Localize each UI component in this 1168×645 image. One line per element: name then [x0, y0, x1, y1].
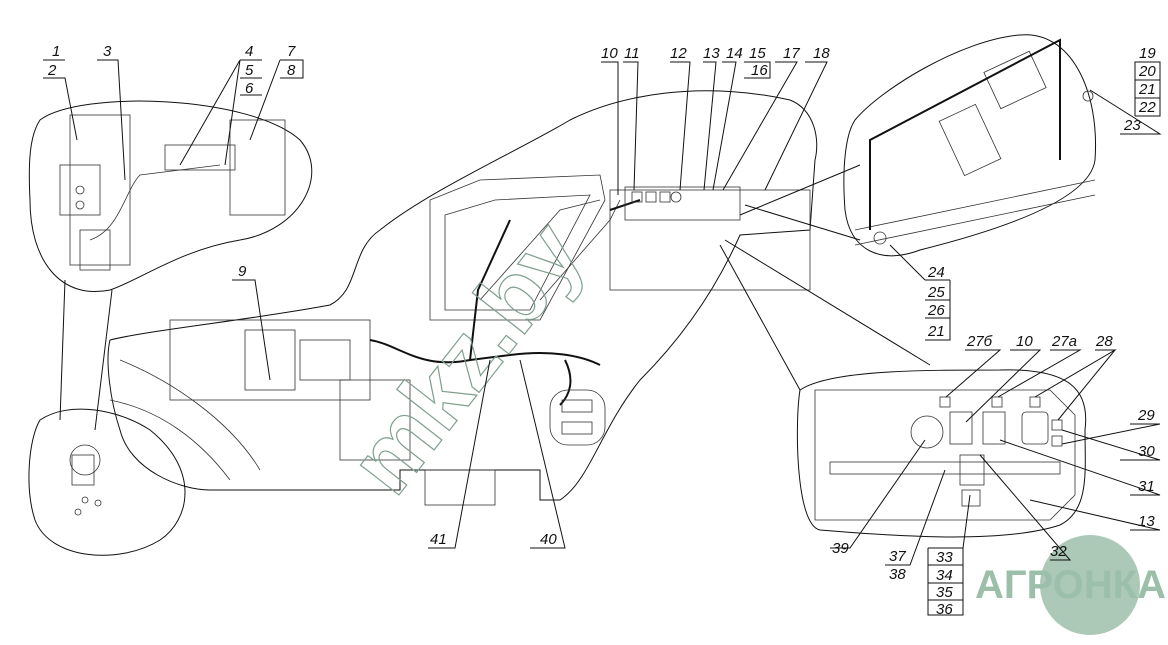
- label-17: 17: [783, 45, 800, 62]
- label-28: 28: [1095, 333, 1113, 350]
- label-33: 33: [936, 549, 953, 566]
- label-34: 34: [936, 567, 953, 584]
- leader-lines: [43, 59, 1162, 616]
- detail-bubble-bottom-left: [28, 408, 186, 556]
- label-4: 4: [245, 43, 253, 60]
- label-22: 22: [1138, 99, 1156, 116]
- label-35: 35: [936, 584, 953, 601]
- label-27b: 27б: [966, 333, 993, 350]
- detail-bubble-top-left: [28, 100, 313, 292]
- label-23: 23: [1123, 117, 1141, 134]
- label-27a: 27а: [1051, 333, 1077, 350]
- detail-bubble-bottom-right: [796, 369, 1087, 538]
- label-13-b: 13: [1138, 513, 1155, 530]
- control-panel: [624, 186, 741, 221]
- label-25: 25: [927, 284, 945, 301]
- label-30: 30: [1138, 443, 1155, 460]
- label-26: 26: [927, 302, 945, 319]
- engine-area: [109, 319, 496, 506]
- label-19: 19: [1139, 45, 1156, 62]
- label-37: 37: [889, 548, 906, 565]
- label-8: 8: [287, 62, 296, 79]
- label-10-b: 10: [1016, 333, 1033, 350]
- label-20: 20: [1138, 63, 1156, 80]
- label-2: 2: [47, 62, 57, 79]
- label-36: 36: [936, 601, 953, 618]
- label-39: 39: [832, 540, 849, 557]
- agronka-logo: АГРОНКА: [975, 535, 1166, 635]
- relay-mount-detail: [854, 38, 1096, 246]
- watermark: mkz.by: [330, 204, 602, 513]
- label-29: 29: [1137, 407, 1155, 424]
- detail-bubble-top-right: [843, 34, 1097, 257]
- label-14: 14: [726, 45, 743, 62]
- logo-text: АГРОНКА: [975, 563, 1166, 607]
- label-38: 38: [889, 566, 906, 583]
- label-3: 3: [103, 43, 112, 60]
- label-15: 15: [749, 45, 766, 62]
- label-40: 40: [540, 531, 557, 548]
- tractor-body-outline: [107, 90, 818, 501]
- label-21: 21: [1138, 81, 1156, 98]
- label-13: 13: [703, 45, 720, 62]
- label-16: 16: [751, 62, 768, 79]
- label-12: 12: [670, 45, 687, 62]
- label-6: 6: [245, 80, 254, 97]
- label-31: 31: [1138, 478, 1155, 495]
- label-7: 7: [287, 43, 296, 60]
- label-18: 18: [813, 45, 830, 62]
- label-21-b: 21: [927, 323, 945, 340]
- label-9: 9: [238, 263, 247, 280]
- label-41: 41: [430, 531, 447, 548]
- engine-bracket-detail: [59, 114, 286, 271]
- panel-layout-detail: [814, 389, 1076, 521]
- part-number-labels: 1 2 3 4 5 6 7 8 9 10 11 12 13 14 15 16 1…: [47, 43, 1156, 618]
- label-5: 5: [245, 62, 254, 79]
- label-1: 1: [52, 43, 60, 60]
- fuse-box-lower: [549, 389, 606, 446]
- label-11: 11: [624, 45, 640, 62]
- label-10: 10: [601, 45, 618, 62]
- sensor-detail: [69, 444, 102, 516]
- cab-frame: [429, 174, 811, 321]
- label-32: 32: [1050, 543, 1067, 560]
- label-24: 24: [927, 264, 945, 281]
